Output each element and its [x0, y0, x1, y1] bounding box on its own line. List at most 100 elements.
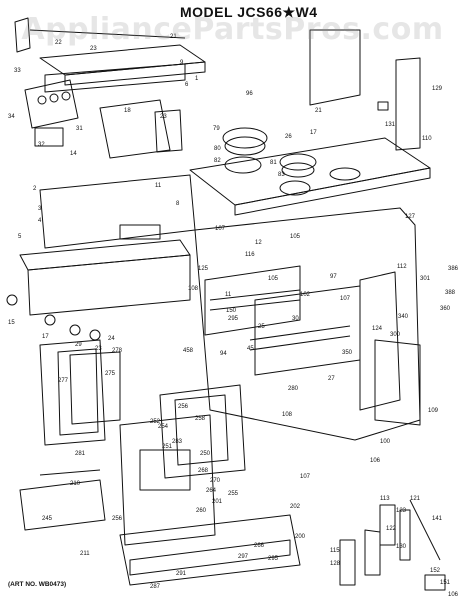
callout: 277 — [58, 378, 69, 384]
callout: 115 — [330, 548, 340, 554]
callout: 26 — [285, 134, 292, 140]
callout: 17 — [42, 334, 49, 340]
callout: 124 — [372, 326, 383, 332]
callout: 97 — [330, 274, 337, 280]
side-panel — [309, 29, 421, 151]
callout: 130 — [396, 544, 407, 550]
callout: 21 — [315, 108, 322, 114]
callout: 102 — [300, 292, 311, 298]
callout: 94 — [220, 351, 227, 357]
callout: 34 — [8, 114, 15, 120]
callout: 266 — [254, 543, 265, 549]
cooktop — [189, 127, 431, 216]
backsplash-trim — [14, 17, 206, 93]
callout: 297 — [238, 554, 249, 560]
callout: 24 — [108, 336, 115, 342]
callout: 388 — [445, 290, 456, 296]
callout: 18 — [124, 108, 131, 114]
callout: 211 — [80, 551, 90, 557]
callout: 245 — [42, 516, 53, 522]
callout: 123 — [396, 508, 407, 514]
callout: 3 — [38, 206, 42, 212]
callout-labels: 21 22 23 33 9 1 6 34 31 14 32 18 23 21 1… — [8, 34, 459, 598]
callout: 81 — [270, 160, 277, 166]
callout: 151 — [440, 580, 451, 586]
callout: 29 — [75, 342, 82, 348]
callout: 32 — [38, 142, 45, 148]
callout: 252 — [150, 419, 161, 425]
storage-drawer — [19, 469, 301, 586]
callout: 201 — [212, 499, 223, 505]
callout: 291 — [176, 571, 187, 577]
callout: 17 — [310, 130, 317, 136]
callout: 11 — [225, 292, 232, 298]
callout: 9 — [180, 60, 184, 66]
callout: 280 — [288, 386, 299, 392]
callout: 152 — [430, 568, 441, 574]
callout: 8 — [176, 201, 180, 207]
callout: 1 — [195, 76, 199, 82]
callout: 141 — [432, 516, 443, 522]
callout: 251 — [162, 444, 173, 450]
callout: 283 — [172, 439, 183, 445]
callout: 110 — [422, 136, 432, 142]
callout: 82 — [214, 158, 221, 164]
callout: 113 — [380, 496, 390, 502]
callout: 31 — [76, 126, 83, 132]
callout: 129 — [432, 86, 443, 92]
callout: 12 — [255, 240, 262, 246]
callout: 350 — [342, 350, 353, 356]
callout: 281 — [75, 451, 86, 457]
callout: 256 — [112, 516, 123, 522]
callout: 21 — [170, 34, 177, 40]
callout: 256 — [178, 404, 189, 410]
callout: 116 — [245, 252, 255, 258]
callout: 270 — [210, 478, 221, 484]
callout: 295 — [268, 556, 279, 562]
callout: 30 — [292, 316, 299, 322]
callout: 107 — [215, 226, 226, 232]
callout: 27 — [328, 376, 335, 382]
callout: 108 — [188, 286, 199, 292]
callout: 23 — [95, 346, 102, 352]
callout: 109 — [428, 408, 439, 414]
callout: 127 — [405, 214, 416, 220]
callout: 386 — [448, 266, 459, 272]
callout: 275 — [105, 371, 116, 377]
callout: 210 — [70, 481, 81, 487]
callout: 112 — [397, 264, 407, 270]
callout: 107 — [300, 474, 311, 480]
art-number: (ART NO. WB0473) — [8, 581, 67, 588]
callout: 79 — [213, 126, 220, 132]
callout: 107 — [340, 296, 351, 302]
callout: 122 — [386, 526, 397, 532]
callout: 301 — [420, 276, 431, 282]
lower-oven-door — [119, 384, 246, 546]
control-panel — [24, 79, 183, 159]
callout: 340 — [398, 314, 409, 320]
callout: 202 — [290, 504, 301, 510]
upper-oven-door — [39, 339, 121, 446]
control-backguard — [19, 174, 196, 316]
callout: 105 — [290, 234, 301, 240]
callout: 131 — [385, 122, 396, 128]
callout: 25 — [258, 324, 265, 330]
control-knobs — [6, 294, 101, 341]
callout: 108 — [282, 412, 293, 418]
callout: 33 — [14, 68, 21, 74]
callout: 150 — [226, 308, 237, 314]
callout: 250 — [200, 451, 211, 457]
callout: 105 — [268, 276, 279, 282]
callout: 106 — [370, 458, 381, 464]
callout: 125 — [198, 266, 209, 272]
callout: 2 — [33, 186, 37, 192]
oven-body — [194, 207, 421, 441]
callout: 80 — [214, 146, 221, 152]
callout: 100 — [380, 439, 391, 445]
callout: 458 — [183, 348, 194, 354]
callout: 23 — [90, 46, 97, 52]
callout: 287 — [150, 584, 161, 590]
model-title: MODEL JCS66★W4 — [180, 4, 318, 20]
callout: 295 — [228, 316, 239, 322]
callout: 300 — [390, 332, 401, 338]
